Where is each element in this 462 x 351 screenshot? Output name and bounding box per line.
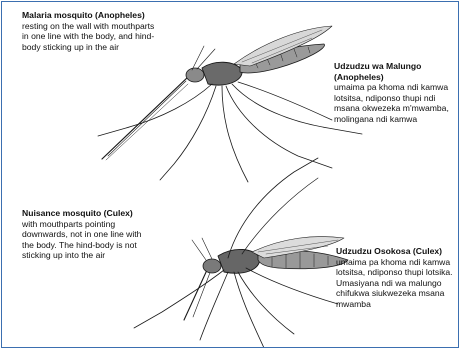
culex-chichewa-caption: Udzudzu Osokosa (Culex) umaima pa khoma …	[336, 246, 458, 310]
caption-title: Udzudzu Osokosa (Culex)	[336, 246, 458, 257]
caption-title: Malaria mosquito (Anopheles)	[22, 10, 162, 21]
anopheles-chichewa-caption: Udzudzu wa Malungo (Anopheles) umaima pa…	[334, 61, 458, 125]
caption-body: umaima pa khoma ndi kamwa lotsitsa, ndip…	[336, 257, 458, 310]
caption-title: Nuisance mosquito (Culex)	[22, 208, 146, 219]
culex-mosquito-drawing	[134, 158, 348, 348]
caption-title: Udzudzu wa Malungo (Anopheles)	[334, 61, 458, 82]
culex-english-caption: Nuisance mosquito (Culex) with mouthpart…	[22, 208, 146, 261]
caption-body: umaima pa khoma ndi kamwa lotsitsa, ndip…	[334, 82, 458, 124]
anopheles-english-caption: Malaria mosquito (Anopheles) resting on …	[22, 10, 162, 52]
caption-body: with mouthparts pointing downwards, not …	[22, 219, 146, 261]
caption-body: resting on the wall with mouthparts in o…	[22, 21, 162, 53]
